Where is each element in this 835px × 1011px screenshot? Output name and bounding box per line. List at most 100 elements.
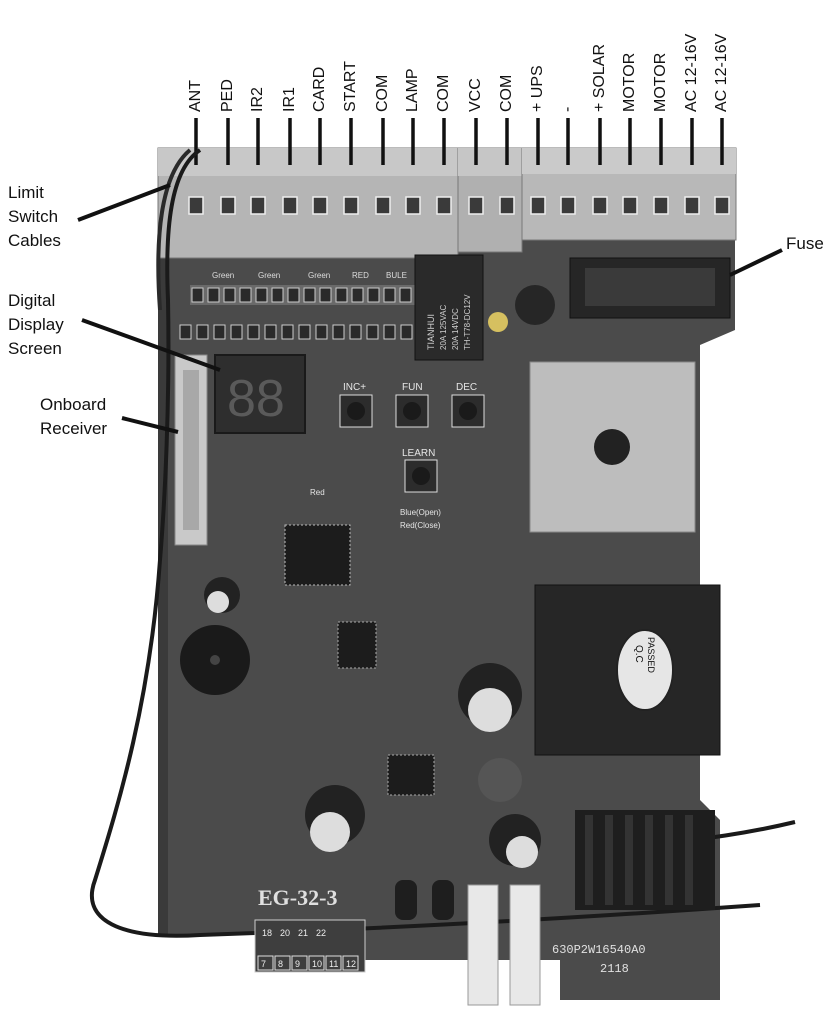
terminal-label-18: AC 12-16V <box>713 33 730 112</box>
smd-component-5 <box>255 287 268 303</box>
red-label: Red <box>310 488 325 497</box>
smd-lower-2 <box>196 324 209 340</box>
digital-display-pointer <box>81 318 221 372</box>
terminal-screw-5 <box>312 196 328 215</box>
smd-component-4 <box>239 287 252 303</box>
smd-component-11 <box>351 287 364 303</box>
header-pin-bottom-1: 7 <box>261 959 266 969</box>
onboard-receiver-line-2: Receiver <box>40 419 108 438</box>
terminal-screws <box>188 196 730 215</box>
connector-color-4: RED <box>352 271 369 280</box>
header-pin-bottom-4: 10 <box>312 959 322 969</box>
inc-label: INC+ <box>343 382 366 393</box>
smd-lower-8 <box>298 324 311 340</box>
terminal-block-group-3 <box>521 147 737 241</box>
terminal-screw-2 <box>220 196 236 215</box>
terminal-label-16: MOTOR <box>652 52 669 112</box>
ic-chip-2 <box>387 754 435 796</box>
header-pin-bottom-6: 12 <box>346 959 356 969</box>
connector-color-1: Green <box>212 271 234 280</box>
smd-component-9 <box>319 287 332 303</box>
terminal-label-9: COM <box>435 74 452 112</box>
smd-lower-6 <box>264 324 277 340</box>
heatsink-fins <box>585 815 693 905</box>
header-pins-top: 18 20 21 22 <box>262 928 326 938</box>
smd-lower-13 <box>383 324 396 340</box>
ic-chip <box>337 621 377 669</box>
limit-switch-pointer <box>77 183 171 222</box>
terminal-label-10: VCC <box>467 78 484 112</box>
header-pin-top-1: 18 <box>262 928 272 938</box>
potentiometer <box>515 285 555 325</box>
svg-text:20A 125VAC: 20A 125VAC <box>439 305 448 350</box>
smd-lower-12 <box>366 324 379 340</box>
terminal-label-8: LAMP <box>404 68 421 112</box>
terminal-screw-11 <box>499 196 515 215</box>
qc-label: Q.C PASSED <box>633 637 656 673</box>
terminal-label-3: IR2 <box>249 87 266 112</box>
header-pin-bottom-3: 9 <box>295 959 300 969</box>
svg-text:20A 14VDC: 20A 14VDC <box>451 308 460 350</box>
header-pin-top-2: 20 <box>280 928 290 938</box>
serial-number: 630P2W16540A0 <box>552 943 646 957</box>
smd-component-3 <box>223 287 236 303</box>
smd-component-2 <box>207 287 220 303</box>
smd-lower-10 <box>332 324 345 340</box>
limit-switch-callout: Limit Switch Cables <box>8 181 61 253</box>
limit-switch-line-2: Switch <box>8 207 59 226</box>
limit-switch-cable-2 <box>156 148 192 311</box>
terminal-screw-1 <box>188 196 204 215</box>
relay-text: TIANHUI 20A 125VAC 20A 14VDC TH-T78-DC12… <box>426 294 472 350</box>
terminal-screw-16 <box>653 196 669 215</box>
date-code: 2118 <box>600 962 629 976</box>
terminal-label-6: START <box>342 61 359 112</box>
terminal-lead-lines <box>194 118 724 165</box>
model-silkscreen: EG-32-3 <box>258 885 337 910</box>
terminal-label-13: - <box>559 106 576 112</box>
digital-display-callout: Digital Display Screen <box>8 289 64 361</box>
terminal-screw-6 <box>343 196 359 215</box>
onboard-receiver-pointer <box>121 416 179 434</box>
terminal-screw-14 <box>592 196 608 215</box>
terminal-label-11: COM <box>498 74 515 112</box>
terminal-screw-7 <box>375 196 391 215</box>
terminal-screw-18 <box>714 196 730 215</box>
terminal-screw-8 <box>405 196 421 215</box>
blue-open-label: Blue(Open) <box>400 508 441 517</box>
red-close-label: Red(Close) <box>400 521 441 530</box>
onboard-receiver-line-1: Onboard <box>40 395 107 414</box>
limit-switch-line-3: Cables <box>8 231 61 250</box>
smd-lower-1 <box>179 324 192 340</box>
smd-lower-11 <box>349 324 362 340</box>
smd-component-6 <box>271 287 284 303</box>
terminal-label-1: ANT <box>187 80 204 112</box>
connector-color-3: Green <box>308 271 330 280</box>
header-pin-top-3: 21 <box>298 928 308 938</box>
learn-label: LEARN <box>402 448 435 459</box>
display-digits: 88 <box>227 370 285 428</box>
smd-lower-7 <box>281 324 294 340</box>
digital-display <box>214 354 306 434</box>
digital-display-line-3: Screen <box>8 339 62 358</box>
smd-component-10 <box>335 287 348 303</box>
svg-text:PASSED: PASSED <box>646 637 656 673</box>
fun-label: FUN <box>402 382 423 393</box>
digital-display-line-1: Digital <box>8 291 56 310</box>
header-pin-bottom-5: 11 <box>329 959 338 969</box>
terminal-label-14: + SOLAR <box>591 43 608 112</box>
terminal-label-7: COM <box>374 74 391 112</box>
diode-2 <box>432 880 454 920</box>
microcontroller <box>284 524 351 586</box>
svg-text:TIANHUI: TIANHUI <box>426 314 436 350</box>
header-pin-top-4: 22 <box>316 928 326 938</box>
terminal-screw-4 <box>282 196 298 215</box>
fuse-pointer <box>729 248 783 277</box>
smd-component-13 <box>383 287 396 303</box>
smd-lower-5 <box>247 324 260 340</box>
connector-color-5: BULE <box>386 271 407 280</box>
capacitor-dark <box>478 758 522 802</box>
terminal-label-12: + UPS <box>529 65 546 112</box>
smd-component-8 <box>303 287 316 303</box>
